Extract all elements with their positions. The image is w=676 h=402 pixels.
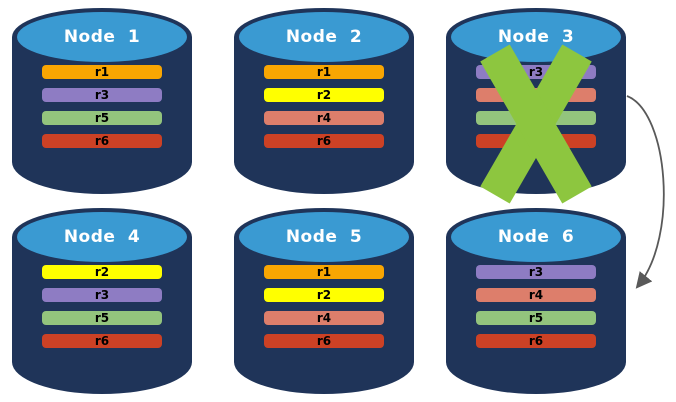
replica-bar: r3 bbox=[42, 288, 162, 302]
replica-bar: r6 bbox=[42, 134, 162, 148]
node-4-title: Node 4 bbox=[63, 227, 141, 247]
replica-bar: r6 bbox=[264, 134, 384, 148]
node-2-cylinder: Node 2 r1 r2 r4 r6 bbox=[234, 8, 414, 194]
replica-label: r5 bbox=[528, 311, 544, 325]
node-1-cylinder: Node 1 r1 r3 r5 r6 bbox=[12, 8, 192, 194]
node-5-cylinder: Node 5 r1 r2 r4 r6 bbox=[234, 208, 414, 394]
replica-bar: r1 bbox=[264, 65, 384, 79]
node-4-replica-list: r2 r3 r5 r6 bbox=[42, 265, 162, 348]
replica-label: r4 bbox=[316, 311, 332, 325]
replica-label: r6 bbox=[316, 334, 332, 348]
node-5-title: Node 5 bbox=[285, 227, 363, 247]
replica-label: r1 bbox=[316, 265, 332, 279]
replica-bar: r6 bbox=[264, 334, 384, 348]
node-2-replica-list: r1 r2 r4 r6 bbox=[264, 65, 384, 148]
replica-label: r6 bbox=[94, 134, 110, 148]
node-3-cylinder: Node 3 r3 r4 r5 r6 bbox=[446, 8, 626, 204]
cylinder-top-face bbox=[239, 12, 409, 62]
cylinder-top-face bbox=[451, 12, 621, 62]
replica-bar: r6 bbox=[476, 334, 596, 348]
replica-bar: r6 bbox=[42, 334, 162, 348]
replica-label: r6 bbox=[316, 134, 332, 148]
replica-label: r2 bbox=[94, 265, 110, 279]
node-6-title: Node 6 bbox=[497, 227, 575, 247]
replica-label: r3 bbox=[94, 88, 110, 102]
node-3-title: Node 3 bbox=[497, 27, 575, 47]
node-2-title: Node 2 bbox=[285, 27, 363, 47]
arrow-curve bbox=[626, 95, 665, 289]
failure-x-icon bbox=[480, 44, 592, 204]
replica-label: r2 bbox=[316, 88, 332, 102]
replica-label: r4 bbox=[316, 111, 332, 125]
replica-label: r2 bbox=[316, 288, 332, 302]
cylinder-top-face bbox=[451, 212, 621, 262]
replica-bar: r2 bbox=[264, 288, 384, 302]
replica-label: r3 bbox=[528, 65, 544, 79]
node-5-replica-list: r1 r2 r4 r6 bbox=[264, 265, 384, 348]
replica-bar: r5 bbox=[42, 111, 162, 125]
node-4-cylinder: Node 4 r2 r3 r5 r6 bbox=[12, 208, 192, 394]
replica-bar: r3 bbox=[476, 265, 596, 279]
node-6-cylinder: Node 6 r3 r4 r5 r6 bbox=[446, 208, 626, 394]
replica-bar: r1 bbox=[264, 265, 384, 279]
cylinder-top-face bbox=[239, 212, 409, 262]
cylinder-top-face bbox=[17, 212, 187, 262]
replica-label: r6 bbox=[94, 334, 110, 348]
replica-label: r3 bbox=[94, 288, 110, 302]
replica-bar: r1 bbox=[42, 65, 162, 79]
replica-bar: r2 bbox=[264, 88, 384, 102]
replica-label: r5 bbox=[94, 111, 110, 125]
replica-bar: r5 bbox=[42, 311, 162, 325]
replica-bar: r4 bbox=[264, 111, 384, 125]
replica-label: r1 bbox=[316, 65, 332, 79]
replica-bar: r5 bbox=[476, 311, 596, 325]
node-1-replica-list: r1 r3 r5 r6 bbox=[42, 65, 162, 148]
replica-bar: r2 bbox=[42, 265, 162, 279]
replica-label: r6 bbox=[528, 334, 544, 348]
replica-label: r5 bbox=[94, 311, 110, 325]
replica-bar: r4 bbox=[264, 311, 384, 325]
replica-label: r1 bbox=[94, 65, 110, 79]
replica-label: r4 bbox=[528, 288, 544, 302]
replica-bar: r4 bbox=[476, 288, 596, 302]
node-6-replica-list: r3 r4 r5 r6 bbox=[476, 265, 596, 348]
replica-bar: r3 bbox=[42, 88, 162, 102]
cylinder-top-face bbox=[17, 12, 187, 62]
node-1-title: Node 1 bbox=[63, 27, 141, 47]
replica-label: r3 bbox=[528, 265, 544, 279]
